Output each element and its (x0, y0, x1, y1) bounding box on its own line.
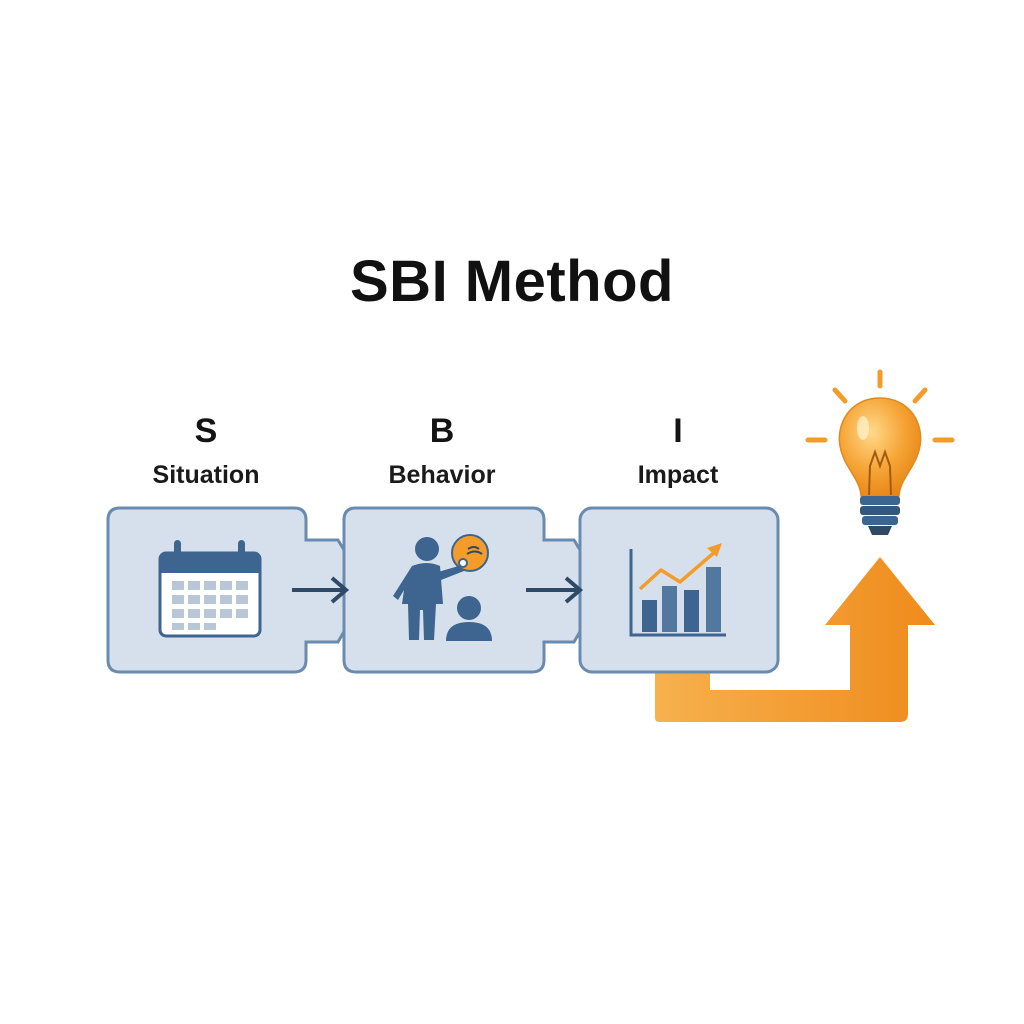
arrow-behavior-to-impact (526, 576, 584, 604)
step-name-impact: Impact (637, 461, 719, 489)
orange-up-arrow (655, 557, 935, 722)
step-letter-behavior: B (429, 412, 455, 450)
step-letter-situation: S (194, 412, 218, 450)
step-letter-impact: I (673, 412, 683, 450)
lightbulb-icon (805, 369, 955, 535)
calendar-icon (158, 540, 262, 638)
page-title: SBI Method (350, 249, 674, 314)
step-name-behavior: Behavior (388, 461, 496, 489)
step-name-situation: Situation (152, 461, 260, 489)
person-giving-feedback-icon (393, 534, 492, 641)
arrow-situation-to-behavior (292, 576, 350, 604)
growth-chart-icon (629, 543, 726, 637)
box-impact (578, 506, 780, 674)
